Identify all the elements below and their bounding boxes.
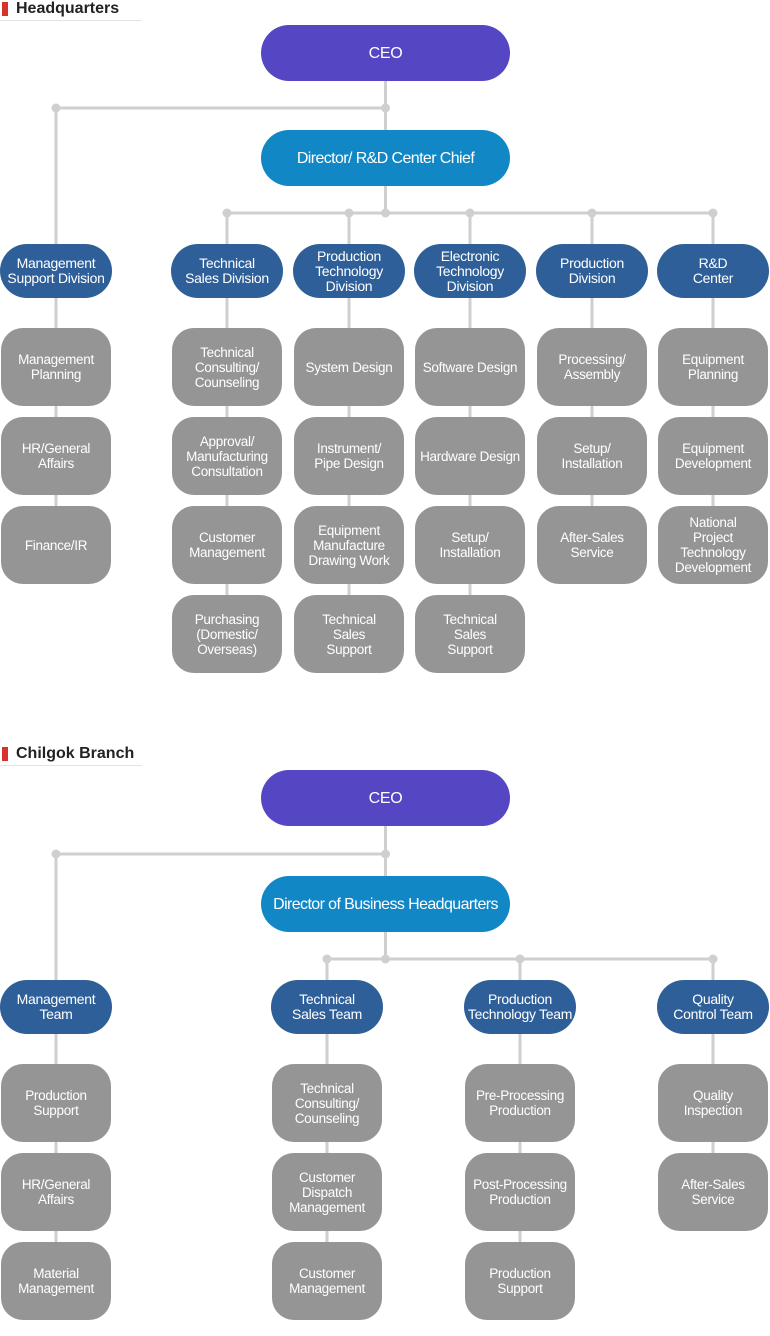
junction-dot-icon xyxy=(222,208,232,218)
junction-dot-icon xyxy=(465,208,475,218)
junction-dot-icon xyxy=(381,849,390,859)
unit-node: Software Design xyxy=(415,328,525,406)
unit-node: Production Support xyxy=(1,1064,111,1142)
unit-node: Quality Inspection xyxy=(658,1064,768,1142)
unit-node: Hardware Design xyxy=(415,417,525,495)
unit-node: Equipment Development xyxy=(658,417,768,495)
unit-node: Processing/ Assembly xyxy=(537,328,647,406)
unit-node: Production Support xyxy=(465,1242,575,1320)
division-node: Production Division xyxy=(536,244,648,298)
unit-node: Approval/ Manufacturing Consultation xyxy=(172,417,282,495)
unit-node: Technical Consulting/ Counseling xyxy=(272,1064,382,1142)
unit-node: Customer Dispatch Management xyxy=(272,1153,382,1231)
unit-node: Setup/ Installation xyxy=(415,506,525,584)
unit-node: Customer Management xyxy=(172,506,282,584)
unit-node: Purchasing (Domestic/ Overseas) xyxy=(172,595,282,673)
division-node: Technical Sales Team xyxy=(271,980,383,1034)
division-node: Technical Sales Division xyxy=(171,244,283,298)
unit-node: System Design xyxy=(294,328,404,406)
unit-node: Instrument/ Pipe Design xyxy=(294,417,404,495)
section-title-text: Chilgok Branch xyxy=(16,745,135,762)
section-title-headquarters: Headquarters xyxy=(0,0,142,21)
unit-node: HR/General Affairs xyxy=(1,417,111,495)
junction-dot-icon xyxy=(381,103,390,113)
junction-dot-icon xyxy=(322,954,332,964)
section-marker-icon xyxy=(2,2,8,16)
section-title-text: Headquarters xyxy=(16,0,120,17)
unit-node: Technical Sales Support xyxy=(294,595,404,673)
unit-node: HR/General Affairs xyxy=(1,1153,111,1231)
unit-node: After-Sales Service xyxy=(658,1153,768,1231)
director-node: Director/ R&D Center Chief xyxy=(261,130,510,186)
unit-node: Management Planning xyxy=(1,328,111,406)
section-title-branch: Chilgok Branch xyxy=(0,745,142,766)
division-node: Electronic Technology Division xyxy=(414,244,526,298)
unit-node: Equipment Planning xyxy=(658,328,768,406)
section-marker-icon xyxy=(2,747,8,761)
unit-node: Customer Management xyxy=(272,1242,382,1320)
unit-node: Setup/ Installation xyxy=(537,417,647,495)
division-node: Management Team xyxy=(0,980,112,1034)
ceo-node: CEO xyxy=(261,25,510,81)
unit-node: Material Management xyxy=(1,1242,111,1320)
junction-dot-icon xyxy=(381,954,390,964)
ceo-node: CEO xyxy=(261,770,510,826)
unit-node: Technical Sales Support xyxy=(415,595,525,673)
junction-dot-icon xyxy=(708,954,718,964)
unit-node: National Project Technology Development xyxy=(658,506,768,584)
junction-dot-icon xyxy=(381,208,390,218)
division-node: Management Support Division xyxy=(0,244,112,298)
director-node: Director of Business Headquarters xyxy=(261,876,510,932)
junction-dot-icon xyxy=(344,208,354,218)
division-node: R&D Center xyxy=(657,244,769,298)
unit-node: Technical Consulting/ Counseling xyxy=(172,328,282,406)
unit-node: Post-Processing Production xyxy=(465,1153,575,1231)
division-node: Quality Control Team xyxy=(657,980,769,1034)
junction-dot-icon xyxy=(515,954,525,964)
division-node: Production Technology Team xyxy=(464,980,576,1034)
junction-dot-icon xyxy=(587,208,597,218)
unit-node: Equipment Manufacture Drawing Work xyxy=(294,506,404,584)
unit-node: After-Sales Service xyxy=(537,506,647,584)
unit-node: Finance/IR xyxy=(1,506,111,584)
junction-dot-icon xyxy=(708,208,718,218)
unit-node: Pre-Processing Production xyxy=(465,1064,575,1142)
division-node: Production Technology Division xyxy=(293,244,405,298)
